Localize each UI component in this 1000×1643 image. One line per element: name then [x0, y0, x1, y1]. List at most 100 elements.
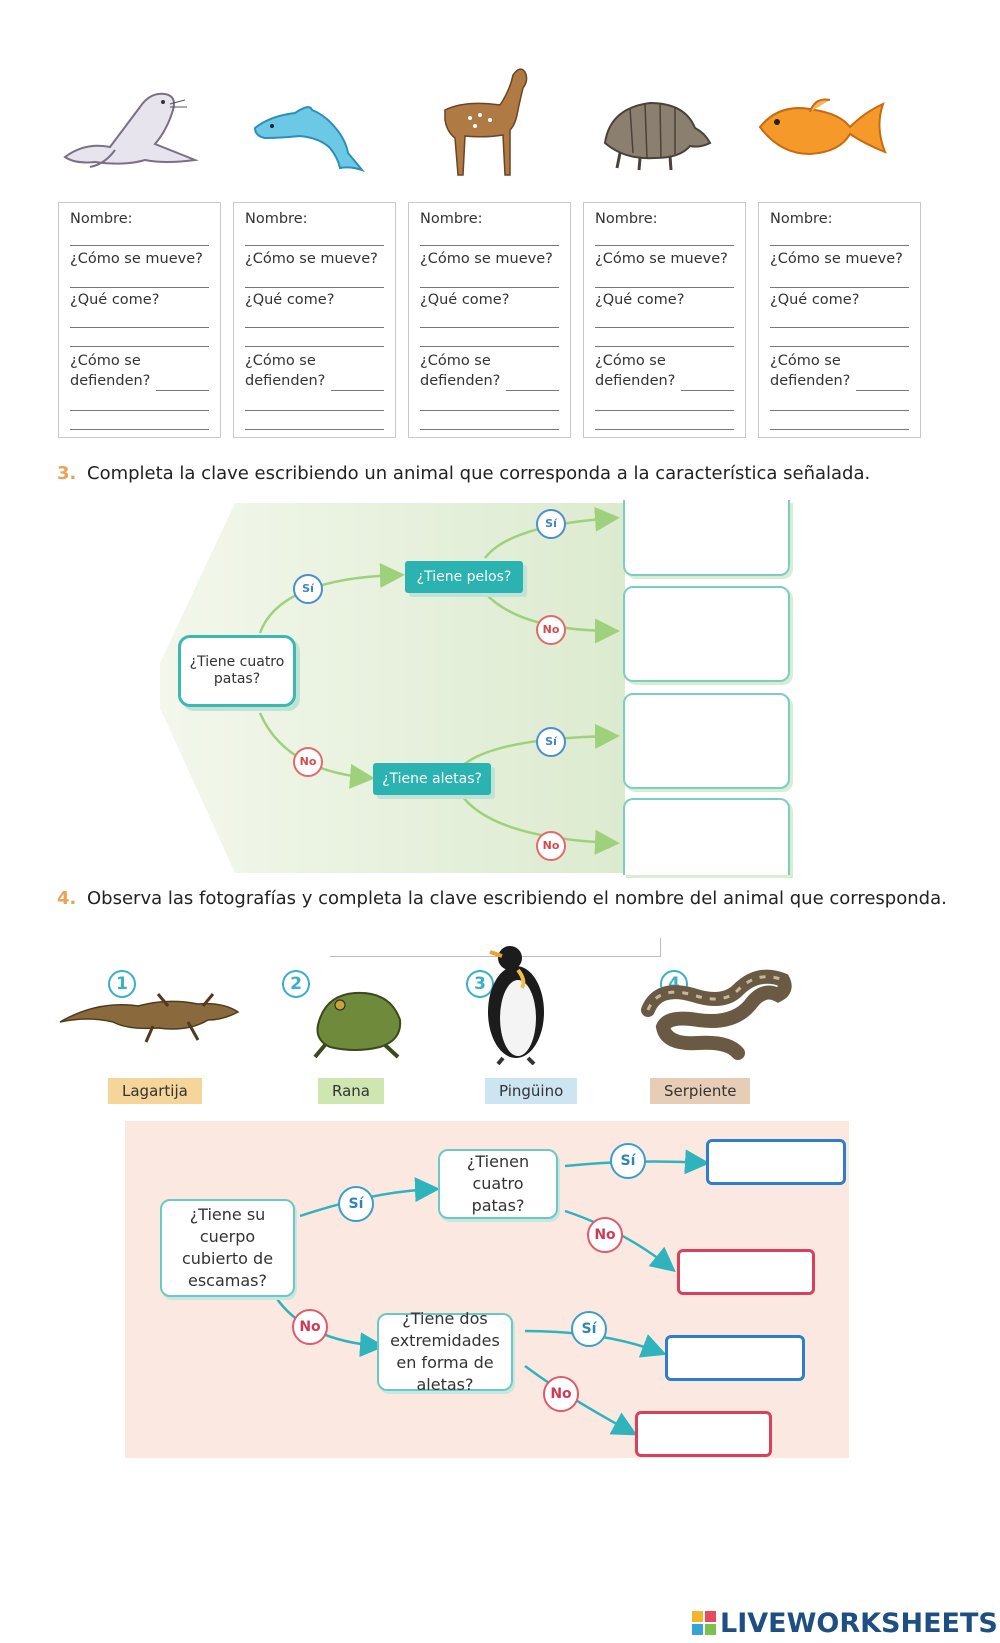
food-line-2[interactable] — [420, 346, 559, 347]
logo-icon — [692, 1611, 716, 1635]
photo-divider — [330, 938, 661, 957]
food-line-1[interactable] — [420, 327, 559, 328]
food-line-1[interactable] — [245, 327, 384, 328]
food-label: ¿Qué come? — [770, 292, 860, 308]
penguin-photo — [488, 946, 544, 1065]
name-line[interactable] — [245, 245, 384, 246]
movement-line[interactable] — [420, 287, 559, 288]
key-q3-no-badge: No — [536, 615, 566, 645]
food-line-1[interactable] — [770, 327, 909, 328]
photo-number: 1 — [108, 970, 136, 998]
name-line[interactable] — [595, 245, 734, 246]
name-label: Nombre: — [770, 211, 833, 227]
food-label: ¿Qué come? — [245, 292, 335, 308]
defense-line-2[interactable] — [245, 429, 384, 430]
key-q4-answer-box-2[interactable] — [677, 1249, 815, 1295]
snake-photo — [641, 969, 792, 1060]
defense-label-1: ¿Cómo se — [70, 353, 141, 369]
animal-card: Nombre: ¿Cómo se mueve? ¿Qué come? ¿Cómo… — [583, 202, 746, 438]
deer-photo — [444, 68, 528, 176]
food-label: ¿Qué come? — [70, 292, 160, 308]
food-label: ¿Qué come? — [595, 292, 685, 308]
photo-tag-lagartija: Lagartija — [108, 1078, 202, 1104]
key-q4-root-text: ¿Tiene su cuerpo cubierto de escamas? — [181, 1205, 274, 1290]
movement-label: ¿Cómo se mueve? — [595, 251, 728, 267]
photo-tag-serpiente: Serpiente — [650, 1078, 751, 1104]
key-q3-root-text: ¿Tiene cuatro patas? — [189, 654, 285, 687]
key-q4-answer-box-4[interactable] — [635, 1411, 772, 1457]
defense-line-1[interactable] — [245, 410, 384, 411]
movement-line[interactable] — [245, 287, 384, 288]
goldfish-photo — [758, 98, 887, 156]
key-q3-no-badge: No — [536, 831, 566, 861]
food-line-1[interactable] — [595, 327, 734, 328]
name-label: Nombre: — [70, 211, 133, 227]
key-q4-si-badge: Sí — [571, 1311, 607, 1347]
food-line-2[interactable] — [595, 346, 734, 347]
key-q3-root-question: ¿Tiene cuatro patas? — [178, 635, 296, 707]
dolphin-illustration — [253, 106, 365, 173]
animal-card: Nombre: ¿Cómo se mueve? ¿Qué come? ¿Cómo… — [408, 202, 571, 438]
defense-label-2: defienden? — [245, 373, 326, 389]
key-q4-si-badge: Sí — [610, 1143, 646, 1179]
defense-label-2: defienden? — [770, 373, 851, 389]
key-q4-answer-box-3[interactable] — [665, 1335, 805, 1381]
name-line[interactable] — [70, 245, 209, 246]
defense-line-2[interactable] — [770, 429, 909, 430]
key-q3-node-aletas: ¿Tiene aletas? — [373, 763, 491, 795]
frog-photo — [313, 991, 402, 1059]
armadillo-photo — [603, 101, 712, 171]
defense-line-2[interactable] — [70, 429, 209, 430]
key-q4-no-badge: No — [292, 1309, 328, 1345]
movement-label: ¿Cómo se mueve? — [70, 251, 203, 267]
question-3-number: 3. — [57, 463, 77, 484]
defense-line-1[interactable] — [70, 410, 209, 411]
defense-label-1: ¿Cómo se — [245, 353, 316, 369]
defense-line-2[interactable] — [595, 429, 734, 430]
key-q3-answer-box-2[interactable] — [623, 586, 790, 682]
defense-line-1[interactable] — [770, 410, 909, 411]
food-line-2[interactable] — [770, 346, 909, 347]
defense-line-1[interactable] — [420, 410, 559, 411]
defense-line-short[interactable] — [856, 390, 909, 391]
name-line[interactable] — [770, 245, 909, 246]
name-label: Nombre: — [595, 211, 658, 227]
food-line-1[interactable] — [70, 327, 209, 328]
movement-line[interactable] — [70, 287, 209, 288]
food-label: ¿Qué come? — [420, 292, 510, 308]
food-line-2[interactable] — [70, 346, 209, 347]
key-q3-answer-box-1[interactable] — [623, 500, 790, 576]
defense-line-short[interactable] — [156, 390, 209, 391]
key-q4-no-badge: No — [587, 1217, 623, 1253]
movement-label: ¿Cómo se mueve? — [420, 251, 553, 267]
movement-label: ¿Cómo se mueve? — [245, 251, 378, 267]
defense-line-short[interactable] — [506, 390, 559, 391]
key-q4-answer-box-1[interactable] — [706, 1139, 846, 1185]
movement-line[interactable] — [770, 287, 909, 288]
animal-card: Nombre: ¿Cómo se mueve? ¿Qué come? ¿Cómo… — [233, 202, 396, 438]
key-q4-node-aletas: ¿Tiene dos extremidades en forma de alet… — [377, 1309, 513, 1394]
key-q3-answer-box-3[interactable] — [623, 693, 790, 789]
defense-label-2: defienden? — [420, 373, 501, 389]
defense-line-2[interactable] — [420, 429, 559, 430]
photo-tag-pinguino: Pingüino — [485, 1078, 578, 1104]
question-3-text: Completa la clave escribiendo un animal … — [87, 463, 871, 484]
defense-line-1[interactable] — [595, 410, 734, 411]
key-q3-answer-box-4[interactable] — [623, 798, 790, 875]
movement-line[interactable] — [595, 287, 734, 288]
brand-name: LIVEWORKSHEETS — [720, 1607, 998, 1639]
photo-number: 3 — [466, 970, 494, 998]
name-line[interactable] — [420, 245, 559, 246]
name-label: Nombre: — [245, 211, 308, 227]
defense-label-2: defienden? — [595, 373, 676, 389]
key-diagram-q3: ¿Tiene cuatro patas? ¿Tiene pelos? ¿Tien… — [160, 503, 800, 873]
defense-label-2: defienden? — [70, 373, 151, 389]
defense-line-short[interactable] — [681, 390, 734, 391]
photo-tag-rana: Rana — [318, 1078, 384, 1104]
food-line-2[interactable] — [245, 346, 384, 347]
key-q4-node-patas-text: ¿Tienen cuatro patas? — [466, 1152, 530, 1215]
defense-line-short[interactable] — [331, 390, 384, 391]
key-q4-si-badge: Sí — [338, 1186, 374, 1222]
key-q3-si-badge: Sí — [536, 509, 566, 539]
liveworksheets-logo: LIVEWORKSHEETS — [692, 1607, 998, 1639]
